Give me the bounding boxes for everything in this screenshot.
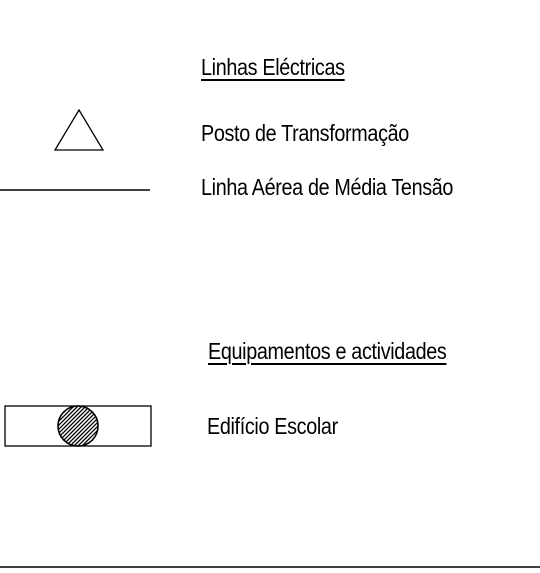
triangle-icon (53, 108, 105, 151)
section-heading-linhas-electricas: Linhas Eléctricas (201, 54, 345, 80)
line-icon (0, 189, 150, 191)
legend-item-edificio-escolar: Edifício Escolar (207, 413, 338, 439)
legend-item-linha-aerea-media-tensao: Linha Aérea de Média Tensão (201, 174, 454, 200)
hatched-circle-in-box-icon (4, 405, 152, 447)
bottom-divider-line (0, 566, 540, 568)
section-heading-equipamentos-actividades: Equipamentos e actividades (208, 338, 447, 364)
legend-item-posto-de-transformacao: Posto de Transformação (201, 120, 409, 146)
